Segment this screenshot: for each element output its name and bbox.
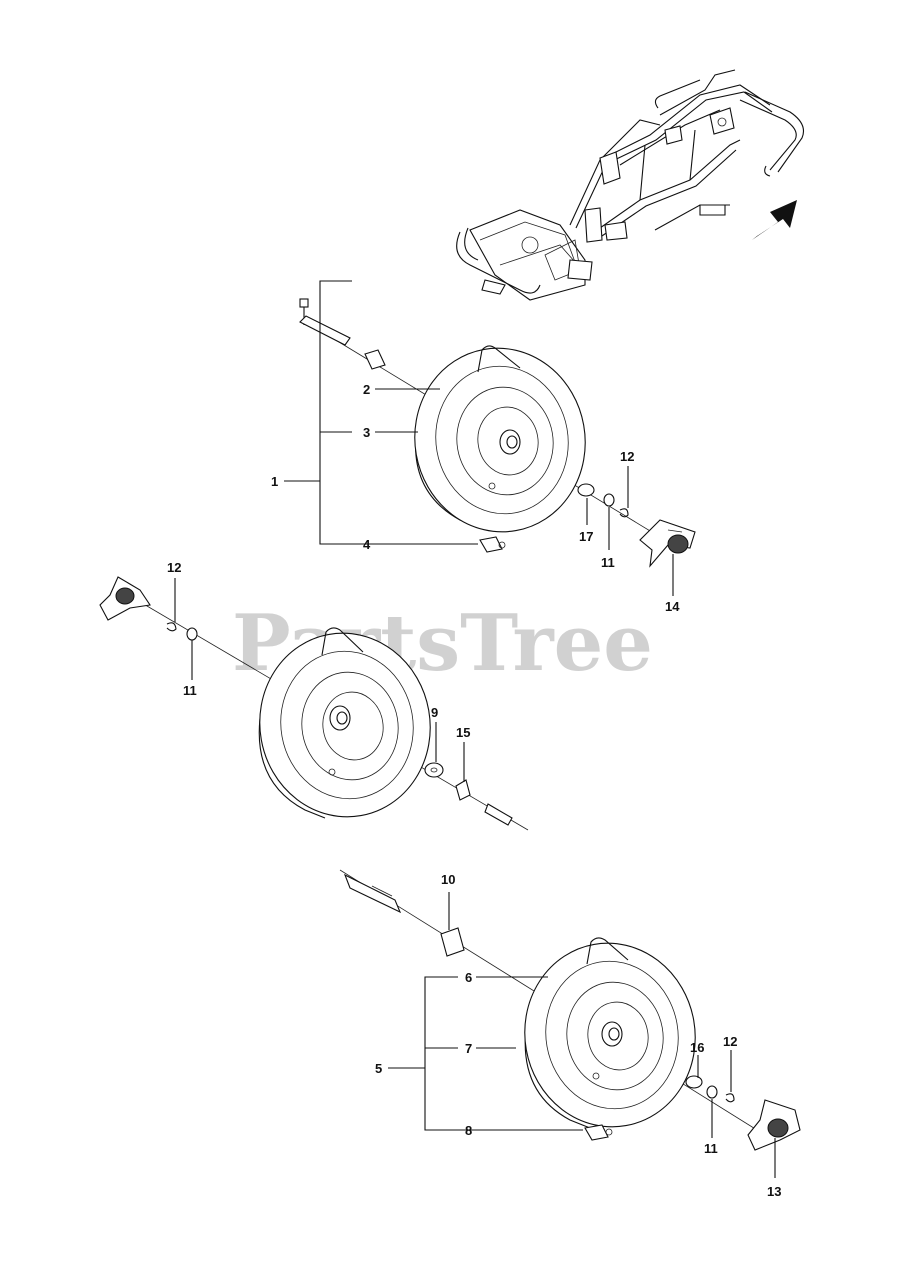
wheel-assembly-icon <box>524 937 696 1129</box>
tractor-frame-icon <box>456 69 805 301</box>
callout-8: 8 <box>465 1123 472 1138</box>
callout-12-c: 12 <box>723 1034 737 1049</box>
callout-5: 5 <box>375 1061 382 1076</box>
lower-wheel-group: 10 6 7 5 8 16 12 11 13 <box>339 869 801 1199</box>
callout-7: 7 <box>465 1041 472 1056</box>
callout-4: 4 <box>363 537 371 552</box>
callout-6: 6 <box>465 970 472 985</box>
middle-wheel-group: 12 11 9 15 <box>99 560 529 831</box>
wheel-assembly-icon <box>414 345 586 533</box>
hubcap-icon <box>99 576 151 621</box>
callout-14: 14 <box>665 599 680 614</box>
callout-16: 16 <box>690 1040 704 1055</box>
callout-13: 13 <box>767 1184 781 1199</box>
arrow-icon <box>752 200 797 240</box>
callout-10: 10 <box>441 872 455 887</box>
wheel-assembly-icon <box>258 627 431 819</box>
callout-11-b: 11 <box>183 683 197 698</box>
callout-11-a: 11 <box>601 555 615 570</box>
callout-12-a: 12 <box>620 449 634 464</box>
callout-12-b: 12 <box>167 560 181 575</box>
callout-1: 1 <box>271 474 278 489</box>
callout-11-c: 11 <box>704 1141 718 1156</box>
upper-wheel-group: 1 2 3 4 12 17 11 14 <box>271 280 696 614</box>
callout-15: 15 <box>456 725 470 740</box>
callout-2: 2 <box>363 382 370 397</box>
callout-9: 9 <box>431 705 438 720</box>
hubcap-icon <box>639 519 696 568</box>
hubcap-icon <box>747 1099 801 1151</box>
callout-3: 3 <box>363 425 370 440</box>
bolt-part <box>299 298 351 346</box>
callout-17: 17 <box>579 529 593 544</box>
